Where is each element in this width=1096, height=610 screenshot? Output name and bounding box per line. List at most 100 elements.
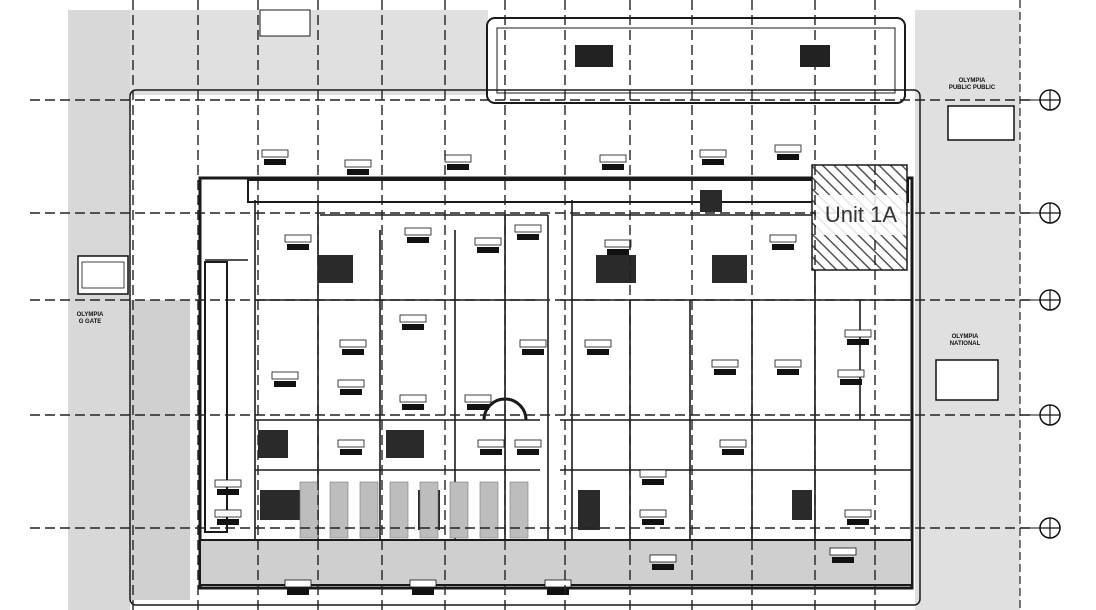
room-tag-bar (412, 589, 434, 595)
room-tag-bar (777, 154, 799, 160)
stair-core (578, 490, 600, 530)
north-corridor (247, 179, 909, 203)
room-tag-bar (607, 249, 629, 255)
room-tag-bar (522, 349, 544, 355)
north-annex-core-1 (575, 45, 613, 67)
entrance-bay (329, 481, 349, 539)
room-tag-bar (840, 379, 862, 385)
stair-core (318, 255, 353, 283)
room-tag (284, 234, 312, 243)
room-tag (844, 509, 872, 518)
room-tag (464, 394, 492, 403)
room-tag (719, 439, 747, 448)
room-tag (774, 144, 802, 153)
room-tag-bar (477, 247, 499, 253)
room-tag (769, 234, 797, 243)
room-tag (649, 554, 677, 563)
room-tag (829, 547, 857, 556)
room-tag (214, 479, 242, 488)
stair-core (700, 190, 722, 212)
room-tag-bar (587, 349, 609, 355)
room-tag-bar (274, 381, 296, 387)
stair-core (260, 490, 300, 520)
room-tag-bar (642, 479, 664, 485)
east-national-label: OLYMPIA NATIONAL (949, 334, 981, 348)
stair-core (792, 490, 812, 520)
room-tag-bar (652, 564, 674, 570)
room-tag-bar (264, 159, 286, 165)
north-label-box (259, 9, 311, 37)
room-tag-bar (517, 234, 539, 240)
site-boundary (129, 89, 921, 606)
entrance-bay (509, 481, 529, 539)
room-tag-bar (287, 589, 309, 595)
entrance-bay (359, 481, 379, 539)
room-tag-bar (517, 449, 539, 455)
room-tag-bar (602, 164, 624, 170)
room-tag-bar (722, 449, 744, 455)
room-tag (544, 579, 572, 588)
room-tag (337, 379, 365, 388)
room-tag-bar (847, 339, 869, 345)
entrance-bay (419, 481, 439, 539)
north-east-sign-box (947, 105, 1015, 141)
room-tag (474, 237, 502, 246)
north-east-label: OLYMPIA PUBLIC PUBLIC (948, 78, 996, 92)
room-tag (699, 149, 727, 158)
room-tag-bar (402, 404, 424, 410)
room-tag (271, 371, 299, 380)
room-tag (477, 439, 505, 448)
room-tag (711, 359, 739, 368)
room-tag-bar (342, 349, 364, 355)
room-tag-bar (547, 589, 569, 595)
room-tag (344, 159, 372, 168)
room-tag (214, 509, 242, 518)
room-tag (774, 359, 802, 368)
room-tag (284, 579, 312, 588)
room-tag (584, 339, 612, 348)
west-sign-inner (81, 261, 125, 289)
east-sign-box (935, 359, 999, 401)
entrance-bay (449, 481, 469, 539)
entrance-bay (389, 481, 409, 539)
stair-core (386, 430, 424, 458)
room-tag-bar (340, 449, 362, 455)
room-tag-bar (217, 519, 239, 525)
room-tag (604, 239, 632, 248)
north-annex-outline (486, 17, 906, 104)
room-tag (514, 224, 542, 233)
room-tag-bar (447, 164, 469, 170)
context-west-building (130, 300, 190, 600)
room-tag (339, 339, 367, 348)
room-tag (444, 154, 472, 163)
north-annex-core-2 (800, 45, 830, 67)
room-tag (337, 439, 365, 448)
room-tag (844, 329, 872, 338)
room-tag (514, 439, 542, 448)
room-tag-bar (702, 159, 724, 165)
room-tag-bar (287, 244, 309, 250)
room-tag-bar (480, 449, 502, 455)
west-ramp (204, 261, 228, 533)
north-annex-inner (496, 27, 896, 94)
unit-1a-label: Unit 1A (816, 195, 906, 235)
room-tag-bar (347, 169, 369, 175)
room-tag-bar (467, 404, 489, 410)
room-tag (599, 154, 627, 163)
room-tag-bar (340, 389, 362, 395)
south-concourse (199, 539, 913, 586)
room-tag-bar (777, 369, 799, 375)
room-tag-bar (642, 519, 664, 525)
room-tag (639, 469, 667, 478)
room-tag (409, 579, 437, 588)
stair-core (258, 430, 288, 458)
west-gate-label: OLYMPIA G GATE (76, 312, 104, 326)
room-tag-bar (847, 519, 869, 525)
room-tag (837, 369, 865, 378)
room-tag (399, 314, 427, 323)
room-tag-bar (407, 237, 429, 243)
entrance-bay (299, 481, 319, 539)
room-tag (639, 509, 667, 518)
